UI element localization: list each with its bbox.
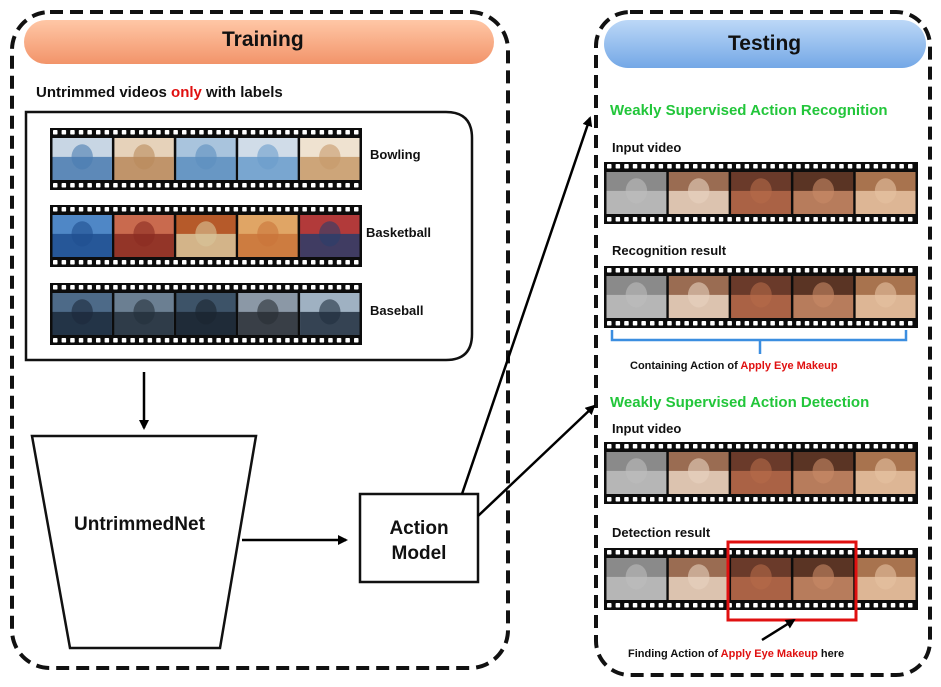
video-frame	[793, 276, 854, 318]
video-frame	[176, 138, 236, 180]
video-frame	[731, 276, 791, 318]
arrow-to-recognition	[460, 116, 593, 495]
action-model-box	[358, 492, 480, 584]
video-frame	[668, 558, 729, 600]
video-frame	[793, 172, 854, 214]
strip-detection-result	[604, 548, 918, 610]
video-frame	[668, 276, 729, 318]
detection-note-post: here	[817, 648, 845, 660]
class-label-bowling: Bowling	[370, 147, 421, 162]
arrow-to-detection	[477, 404, 596, 517]
video-frame	[300, 215, 360, 257]
video-frame	[176, 293, 236, 335]
video-frame	[793, 452, 854, 494]
video-frame	[238, 215, 298, 257]
video-frame	[52, 293, 112, 335]
recognition-note: Containing Action of Apply Eye Makeup	[630, 360, 838, 372]
strip-baseball	[50, 283, 362, 345]
strip-bowling	[50, 128, 362, 190]
training-panel	[10, 10, 510, 670]
video-frame	[238, 293, 298, 335]
detection-note: Finding Action of Apply Eye Makeup here	[628, 648, 844, 660]
untrimmednet-shape	[30, 434, 258, 650]
detection-note-action: Apply Eye Makeup	[720, 648, 818, 660]
recognition-title: Weakly Supervised Action Recognition	[610, 102, 888, 119]
caption-highlight: only	[171, 84, 202, 101]
video-frame	[855, 172, 916, 214]
class-label-baseball: Baseball	[370, 303, 424, 318]
detection-input-label: Input video	[612, 421, 682, 436]
video-frame	[606, 558, 667, 600]
strip-detection-input	[604, 442, 918, 504]
video-frame	[52, 215, 112, 257]
recognition-input-label: Input video	[612, 140, 682, 155]
video-frame	[731, 452, 791, 494]
video-frame	[300, 293, 360, 335]
film-strips	[50, 128, 918, 610]
recognition-result-label: Recognition result	[612, 243, 727, 258]
action-model-line-2: Model	[391, 543, 447, 564]
video-frame	[114, 138, 174, 180]
detection-result-label: Detection result	[612, 525, 711, 540]
video-frame	[668, 452, 729, 494]
video-frame	[606, 276, 667, 318]
action-model-line-1: Action	[389, 518, 449, 539]
caption-part-2: with labels	[201, 84, 283, 101]
video-frame	[176, 215, 236, 257]
training-caption: Untrimmed videos only with labels	[36, 84, 283, 101]
untrimmednet-label: UntrimmedNet	[74, 514, 205, 535]
training-header: Training	[222, 28, 304, 51]
detection-title: Weakly Supervised Action Detection	[610, 394, 870, 411]
recognition-note-pre: Containing Action of	[630, 360, 741, 372]
video-frame	[114, 293, 174, 335]
video-frame	[668, 172, 729, 214]
video-frame	[855, 558, 916, 600]
action-model-label: Action Model	[360, 516, 478, 566]
class-label-basketball: Basketball	[366, 225, 432, 240]
video-frame	[855, 276, 916, 318]
arrow-to-detection-box	[761, 618, 796, 642]
video-frame	[855, 452, 916, 494]
strip-recognition-input	[604, 162, 918, 224]
video-frame	[606, 172, 667, 214]
recognition-note-action: Apply Eye Makeup	[740, 360, 838, 372]
training-header-bar	[24, 20, 494, 64]
caption-part-1: Untrimmed videos	[36, 84, 172, 101]
testing-header: Testing	[728, 32, 802, 55]
video-frame	[793, 558, 854, 600]
video-frame	[731, 172, 791, 214]
testing-header-bar	[604, 20, 926, 68]
video-frame	[114, 215, 174, 257]
detection-note-pre: Finding Action of	[628, 648, 721, 660]
strip-recognition-result	[604, 266, 918, 328]
video-frame	[606, 452, 667, 494]
strip-basketball	[50, 205, 362, 267]
testing-panel	[594, 10, 932, 677]
video-frame	[52, 138, 112, 180]
video-frame	[238, 138, 298, 180]
video-frame	[731, 558, 791, 600]
recognition-brace	[610, 330, 908, 354]
video-frame	[300, 138, 360, 180]
